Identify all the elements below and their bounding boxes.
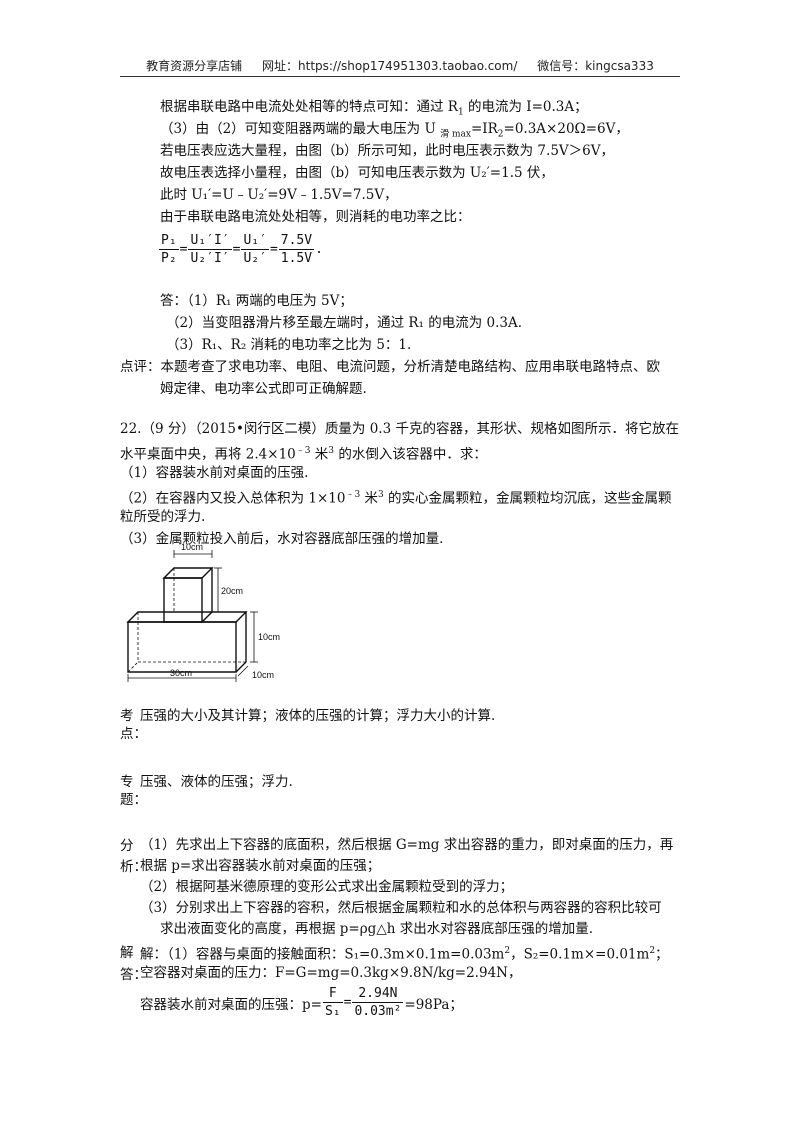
- shop-url[interactable]: 网址：https://shop174951303.taobao.com/: [262, 59, 517, 73]
- zhuanti-text: 压强、液体的压强；浮力.: [140, 774, 293, 790]
- analysis-line: （2）根据阿基米德原理的变形公式求出金属颗粒受到的浮力；: [140, 879, 514, 895]
- question-line: 22.（9 分）（2015•闵行区二模）质量为 0.3 千克的容器，其形状、规格…: [120, 421, 679, 437]
- solution-line: 空容器对桌面的压力：F=G=mg=0.3kg×9.8N/kg=2.94N，: [140, 965, 522, 981]
- answer-line: （2）当变阻器滑片移至最左端时，通过 R₁ 的电流为 0.3A.: [166, 315, 523, 331]
- analysis-line: 根据 p=求出容器装水前对桌面的压强；: [140, 858, 381, 874]
- question-line: （1）容器装水前对桌面的压强.: [120, 465, 309, 481]
- text-line: 若电压表应选大量程，由图（b）所示可知，此时电压表示数为 7.5V＞6V，: [160, 143, 614, 159]
- top-cube-top: [162, 567, 214, 579]
- dim-top-width: 10cm: [181, 542, 203, 552]
- text-line: 故电压表选择小量程，由图（b）可知电压表示数为 U₂′=1.5 伏，: [160, 165, 554, 181]
- question-line: （2）在容器内又投入总体积为 1×10﹣3 米3 的实心金属颗粒，金属颗粒均沉底…: [120, 490, 672, 507]
- page-header: 教育资源分享店铺 网址：https://shop174951303.taobao…: [0, 57, 800, 74]
- base-box-top: [126, 611, 248, 623]
- answer-line: 答：（1）R₁ 两端的电压为 5V；: [160, 293, 353, 309]
- answer-line: （3）R₁、R₂ 消耗的电功率之比为 5：1.: [166, 337, 412, 353]
- review-line: 点评：本题考查了求电功率、电阻、电流问题，分析清楚电路结构、应用串联电路特点、欧: [120, 359, 660, 375]
- text-line: 根据串联电路中电流处处相等的特点可知：通过 R1 的电流为 I=0.3A；: [160, 99, 588, 118]
- dim-top-height: 20cm: [221, 586, 243, 596]
- dim-base-width: 30cm: [170, 668, 192, 678]
- analysis-line: 求出液面变化的高度，再根据 p=ρg△h 求出水对容器底部压强的增加量.: [160, 921, 593, 937]
- shop-name: 教育资源分享店铺: [146, 59, 243, 73]
- analysis-line: （3）分别求出上下容器的容积，然后根据金属颗粒和水的总体积与两容器的容积比较可: [140, 900, 662, 916]
- section-label-kaodian: 考点：: [120, 708, 147, 742]
- top-cube-front: [163, 577, 203, 623]
- wechat-label: 微信号：: [537, 59, 586, 73]
- review-line: 姆定律、电功率公式即可正确解题.: [160, 381, 367, 397]
- dim-base-depth: 10cm: [252, 670, 274, 680]
- kaodian-text: 压强的大小及其计算；液体的压强的计算；浮力大小的计算.: [140, 708, 496, 724]
- section-label-fenxi: 分析：: [120, 838, 147, 875]
- header-divider: [120, 76, 680, 77]
- url-label: 网址：: [262, 59, 299, 73]
- section-label-zhuanti: 专题：: [120, 774, 147, 808]
- analysis-line: （1）先求出上下容器的底面积，然后根据 G=mg 求出容器的重力，即对桌面的压力…: [140, 837, 674, 853]
- wechat-id: 微信号：kingcsa333: [537, 59, 654, 73]
- section-label-jieda: 解答：: [120, 945, 147, 983]
- question-line: 水平桌面中央，再将 2.4×10﹣3 米3 的水倒入该容器中．求：: [120, 446, 487, 463]
- container-figure: 10cm 20cm 10cm 30cm 10cm: [126, 542, 280, 682]
- text-line: 此时 U₁′=U﹣U₂′=9V﹣1.5V=7.5V，: [160, 187, 398, 203]
- base-box-front: [127, 621, 237, 673]
- text-line: 由于串联电路电流处处相等，则消耗的电功率之比：: [160, 209, 471, 225]
- dim-base-height: 10cm: [258, 632, 280, 642]
- solution-line: 解：（1）容器与桌面的接触面积：S₁=0.3m×0.1m=0.03m2，S₂=0…: [140, 946, 669, 963]
- wechat-text: kingcsa333: [585, 59, 654, 73]
- question-line: 粒所受的浮力.: [120, 509, 206, 525]
- text-line: （3）由（2）可知变阻器两端的最大电压为 U 滑 max=IR2=0.3A×20…: [160, 121, 629, 140]
- url-text[interactable]: https://shop174951303.taobao.com/: [298, 59, 518, 73]
- question-line: （3）金属颗粒投入前后，水对容器底部压强的增加量.: [120, 531, 444, 547]
